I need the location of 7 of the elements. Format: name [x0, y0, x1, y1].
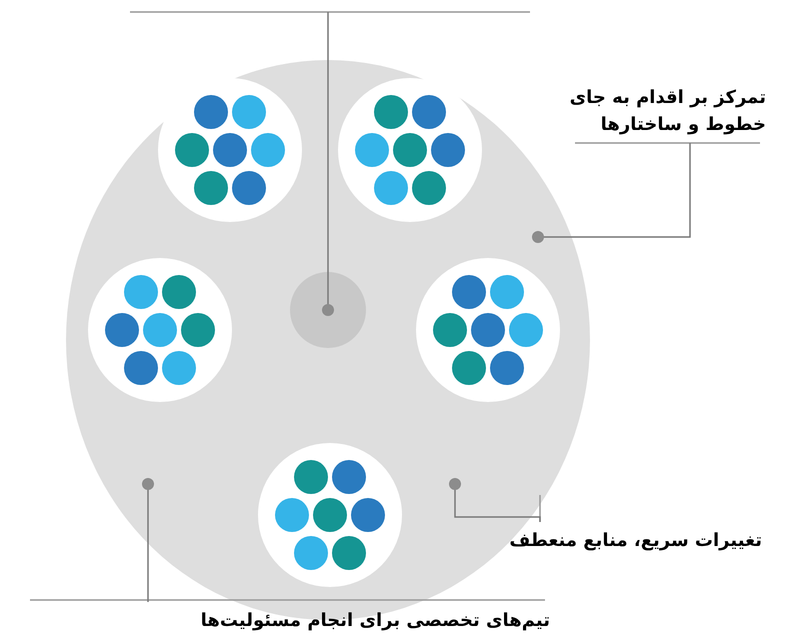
- leader-line: [322, 12, 334, 316]
- leader-line: [532, 143, 691, 243]
- callout-label: تغییرات سریع، منابع منعطف: [508, 528, 762, 552]
- leader-line: [142, 478, 154, 602]
- callout-label: تیم‌های تخصصی برای انجام مسئولیت‌ها: [200, 608, 550, 632]
- leader-line: [449, 478, 541, 522]
- callout-label: تمرکز بر اقدام به جای خطوط و ساختارها: [568, 86, 766, 136]
